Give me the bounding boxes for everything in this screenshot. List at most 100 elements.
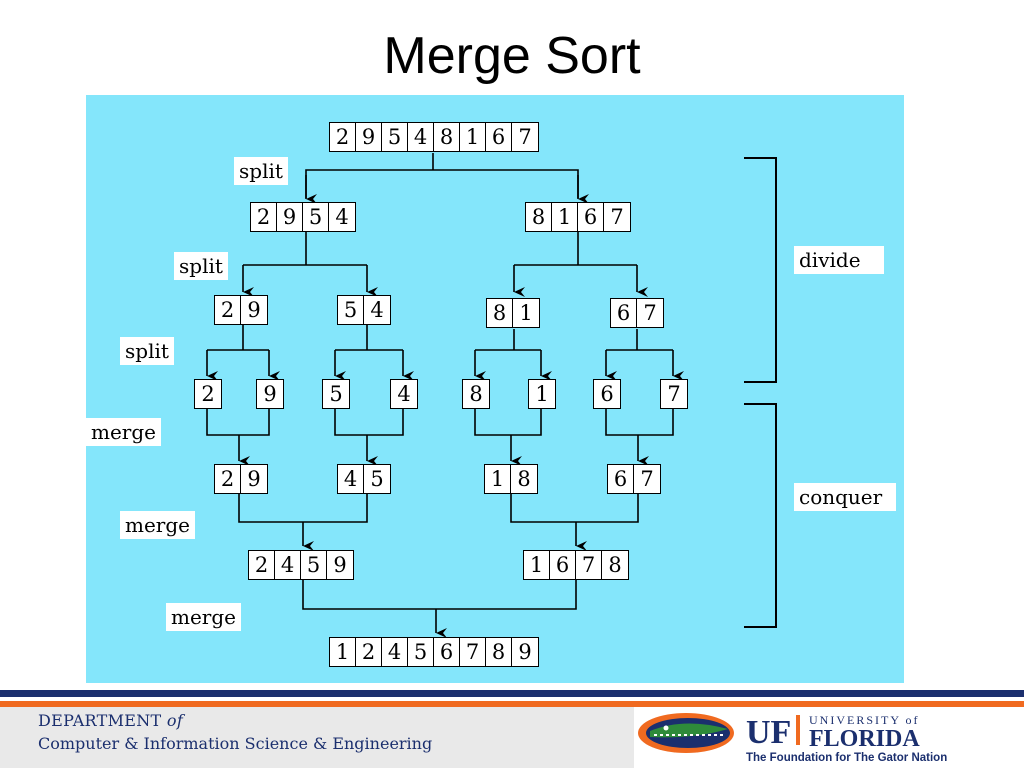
array-cell: 6 xyxy=(611,299,637,327)
array-cell: 4 xyxy=(382,638,408,666)
array-cell: 6 xyxy=(550,551,576,579)
footer-orange-stripe xyxy=(0,701,1024,707)
array-cell: 2 xyxy=(356,638,382,666)
array-cell: 9 xyxy=(247,297,261,322)
single-element: 8 xyxy=(462,379,490,409)
single-element: 2 xyxy=(194,379,222,409)
array-cell: 8 xyxy=(487,299,513,327)
split-label: split xyxy=(120,337,174,365)
array-cell: 6 xyxy=(434,638,460,666)
array-cell: 7 xyxy=(576,551,602,579)
array-cell: 8 xyxy=(434,123,460,151)
array-cell: 6 xyxy=(600,381,614,406)
array-cell: 2 xyxy=(215,296,241,324)
array-cell: 2 xyxy=(201,381,215,406)
department-panel xyxy=(0,707,634,768)
single-element: 6 xyxy=(593,379,621,409)
array-cell: 5 xyxy=(382,123,408,151)
department-of-text: of xyxy=(166,711,184,730)
array-cell: 1 xyxy=(552,203,578,231)
array-cell: 1 xyxy=(330,638,356,666)
uf-mark: UF xyxy=(746,714,791,751)
array-cell: 9 xyxy=(277,203,303,231)
conquer-label: conquer xyxy=(794,483,896,511)
array-cell: 4 xyxy=(275,551,301,579)
array-cell: 4 xyxy=(370,297,384,322)
array-cell: 1 xyxy=(524,551,550,579)
array-cell: 5 xyxy=(408,638,434,666)
array-cell: 5 xyxy=(303,203,329,231)
array-cell: 2 xyxy=(215,465,241,493)
array-cell: 4 xyxy=(397,381,411,406)
array-cell: 1 xyxy=(460,123,486,151)
merge-label: merge xyxy=(166,603,241,631)
array-cell: 2 xyxy=(251,203,277,231)
array-cell: 8 xyxy=(486,638,512,666)
array-cell: 4 xyxy=(338,465,364,493)
array-cell: 8 xyxy=(517,466,531,491)
array-cell: 7 xyxy=(518,124,532,149)
array-cell: 8 xyxy=(608,552,622,577)
array-cell: 5 xyxy=(301,551,327,579)
split-label: split xyxy=(174,252,228,280)
footer-navy-stripe xyxy=(0,690,1024,697)
florida-text: FLORIDA xyxy=(809,726,920,752)
gator-logo-icon xyxy=(638,713,734,753)
university-of-text: UNIVERSITY of xyxy=(809,713,920,727)
array-cell: 6 xyxy=(486,123,512,151)
department-line-2: Computer & Information Science & Enginee… xyxy=(38,734,433,753)
single-element: 7 xyxy=(660,379,688,409)
array-cell: 1 xyxy=(485,465,511,493)
array-cell: 5 xyxy=(329,381,343,406)
array-cell: 8 xyxy=(469,381,483,406)
array-cell: 5 xyxy=(370,466,384,491)
single-element: 9 xyxy=(256,379,284,409)
tagline-text: The Foundation for The Gator Nation xyxy=(746,752,947,764)
array-cell: 7 xyxy=(667,381,681,406)
split-label: split xyxy=(234,157,288,185)
array-cell: 9 xyxy=(333,552,347,577)
array-cell: 7 xyxy=(643,300,657,325)
connector-lines xyxy=(206,153,777,638)
array-cell: 9 xyxy=(356,123,382,151)
uf-logo: UF UNIVERSITY of FLORIDA The Foundation … xyxy=(638,713,947,764)
array-cell: 1 xyxy=(519,300,533,325)
array-cell: 5 xyxy=(338,296,364,324)
array-cell: 4 xyxy=(335,204,349,229)
merge-label: merge xyxy=(86,418,161,446)
single-element: 5 xyxy=(322,379,350,409)
merge-label: merge xyxy=(120,511,195,539)
slide-title: Merge Sort xyxy=(383,27,641,85)
array-cell: 7 xyxy=(640,466,654,491)
divide-label: divide xyxy=(794,246,884,274)
array-cell: 7 xyxy=(610,204,624,229)
array-cell: 9 xyxy=(247,466,261,491)
array-cell: 2 xyxy=(330,123,356,151)
department-text: DEPARTMENT xyxy=(38,711,162,730)
array-cell: 8 xyxy=(526,203,552,231)
array-cell: 9 xyxy=(263,381,277,406)
single-element: 1 xyxy=(528,379,556,409)
array-cell: 9 xyxy=(518,639,532,664)
array-cell: 7 xyxy=(460,638,486,666)
array-cell: 4 xyxy=(408,123,434,151)
department-line-1: DEPARTMENT of xyxy=(38,711,183,730)
array-cell: 2 xyxy=(249,551,275,579)
array-cell: 1 xyxy=(535,381,549,406)
array-cell: 6 xyxy=(578,203,604,231)
